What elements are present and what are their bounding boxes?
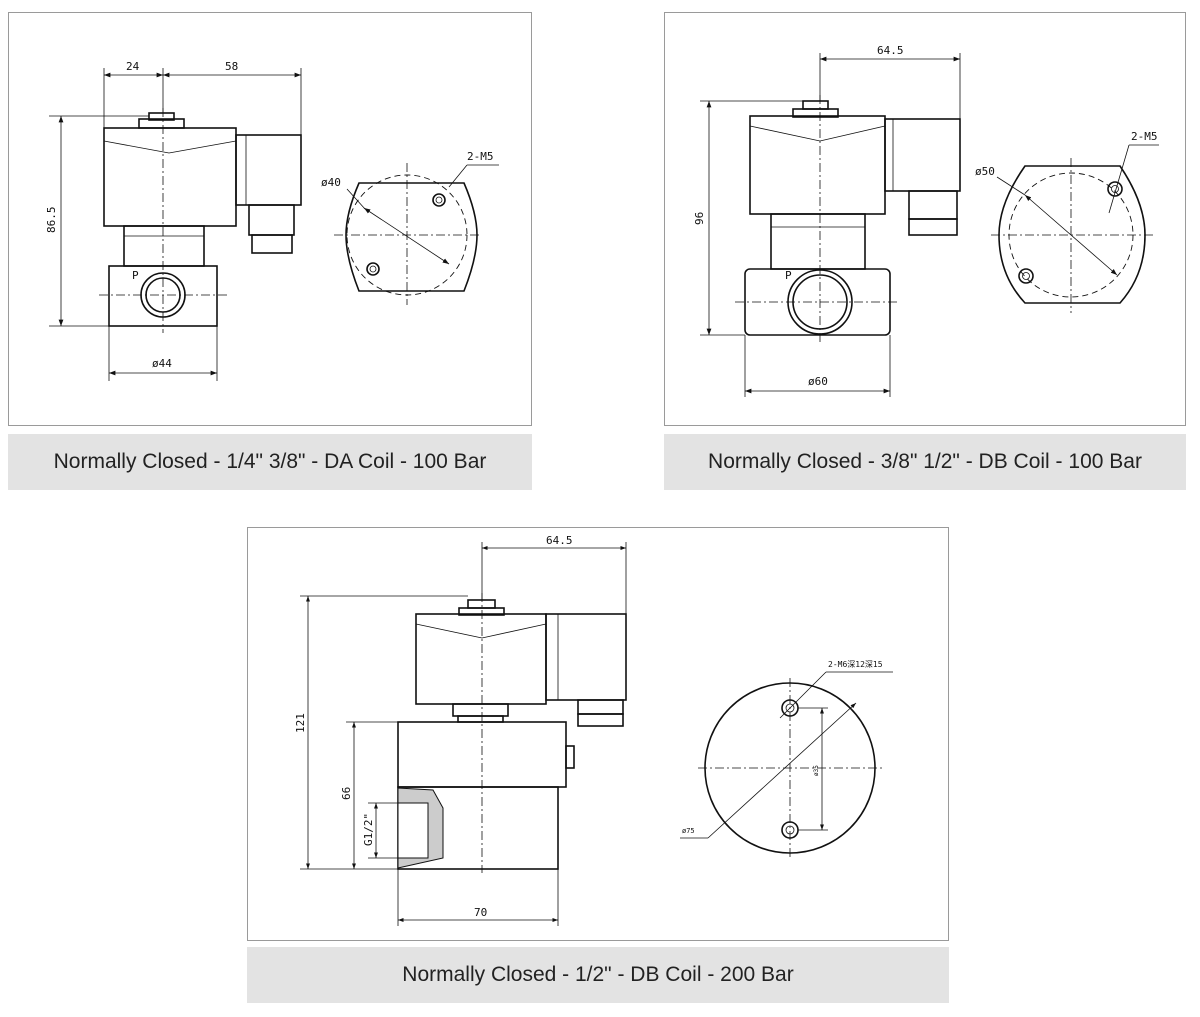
drawing-panel-2: P 64.5 96 ø60 ø50 2-M5 (664, 12, 1186, 426)
port-label: P (785, 269, 792, 282)
end-view-1: ø40 2-M5 (321, 150, 499, 305)
end-view-3: ø35 ø75 2-M6深12深15 (680, 660, 893, 858)
caption-2: Normally Closed - 3/8" 1/2" - DB Coil - … (664, 434, 1186, 490)
dim-body-height: 66 (340, 787, 353, 800)
end-view-2: ø50 2-M5 (975, 130, 1159, 313)
dim-top: 64.5 (877, 44, 904, 57)
drawing-panel-1: P 24 58 86.5 ø44 ø40 2-M5 (8, 12, 532, 426)
connector (884, 118, 961, 192)
dim-top-right: 58 (225, 60, 238, 73)
dim-bottom: ø60 (808, 375, 828, 388)
dim-holes: 2-M5 (1131, 130, 1158, 143)
dim-circle: ø75 (682, 827, 695, 835)
dim-thread: G1/2" (362, 813, 375, 846)
dim-circle: ø50 (975, 165, 995, 178)
dim-pcd: ø35 (813, 765, 820, 776)
dim-bottom: 70 (474, 906, 487, 919)
dim-top-left: 24 (126, 60, 140, 73)
valve-drawing-2: P 64.5 96 ø60 ø50 2-M5 (693, 44, 1159, 397)
valve-body (744, 268, 891, 336)
coil-body (415, 613, 547, 705)
valve-stem (770, 213, 866, 270)
dim-height: 96 (693, 212, 706, 225)
valve-drawing-1: P 24 58 86.5 ø44 ø40 2-M5 (45, 60, 499, 381)
dim-height: 121 (294, 713, 307, 733)
coil-body (103, 127, 237, 227)
dim-bottom: ø44 (152, 357, 172, 370)
dim-top: 64.5 (546, 534, 573, 547)
dim-holes: 2-M6深12深15 (828, 660, 883, 669)
port-label: P (132, 269, 139, 282)
caption-1: Normally Closed - 1/4" 3/8" - DA Coil - … (8, 434, 532, 490)
valve-drawing-3: 64.5 121 66 G1/2" 70 ø35 ø75 2-M6深12深1 (294, 534, 893, 926)
dim-holes: 2-M5 (467, 150, 494, 163)
dim-height: 86.5 (45, 207, 58, 234)
caption-3: Normally Closed - 1/2" - DB Coil - 200 B… (247, 947, 949, 1003)
drawing-panel-3: 64.5 121 66 G1/2" 70 ø35 ø75 2-M6深12深1 (247, 527, 949, 941)
dim-circle: ø40 (321, 176, 341, 189)
valve-stem (123, 225, 205, 267)
